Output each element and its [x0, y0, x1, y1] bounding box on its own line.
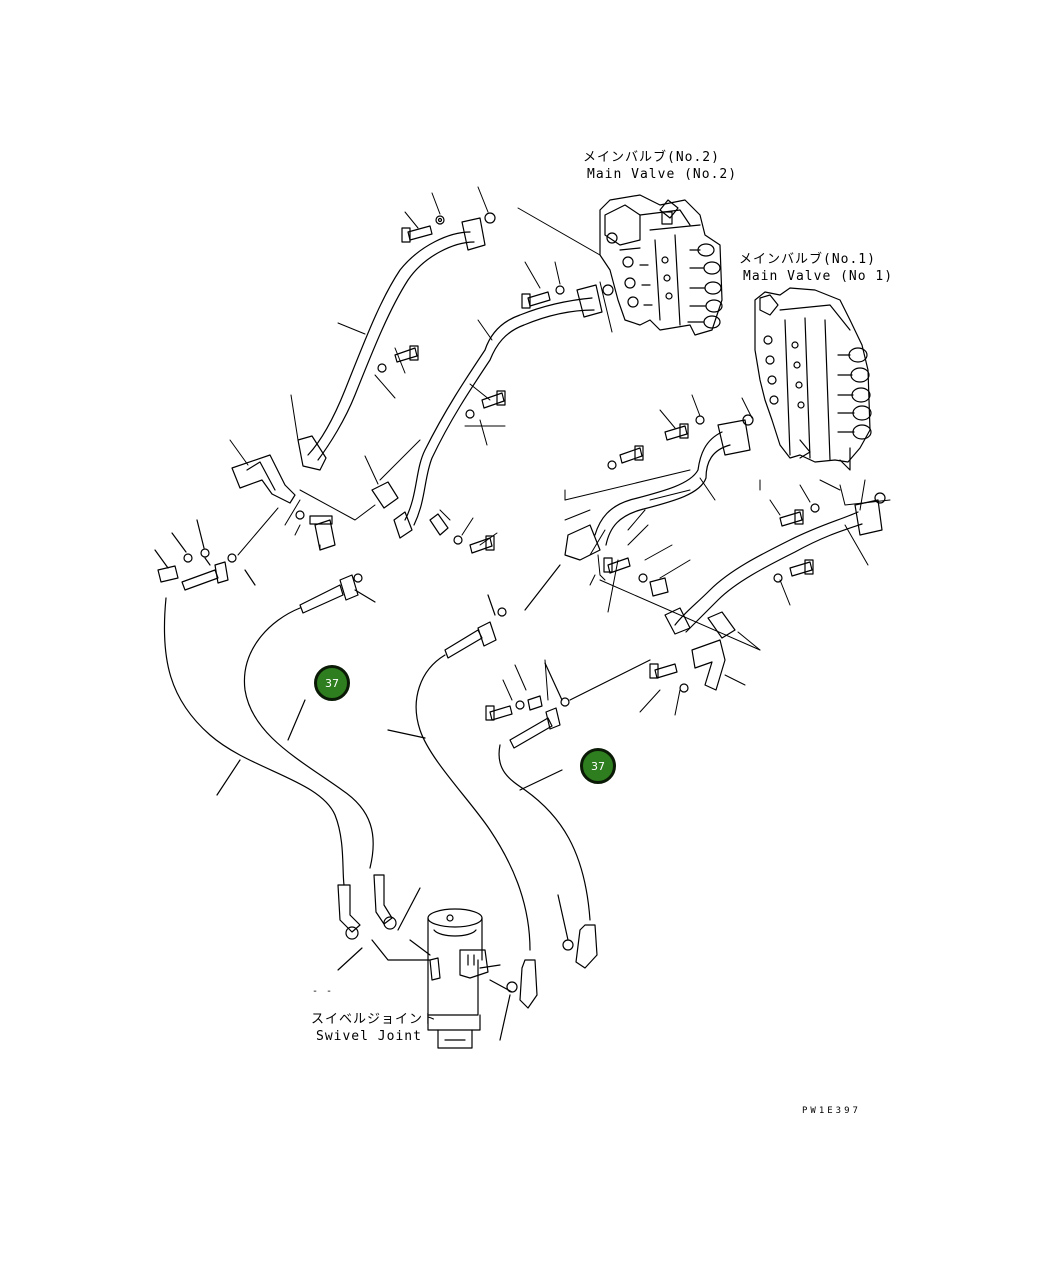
leader-lines-right — [502, 394, 891, 716]
middle-big-hoses — [387, 564, 651, 1041]
leader-lines-upper-left — [229, 186, 613, 556]
callout-37-right[interactable]: 37 — [580, 748, 616, 784]
swivel-joint — [337, 887, 513, 1049]
main-valve-no2 — [599, 194, 723, 336]
main-valve-no2-en-label: Main Valve (No.2) — [587, 167, 738, 182]
main-valve-no2-jp-label: メインバルブ(No.2) — [583, 150, 720, 165]
left-big-hoses — [163, 597, 397, 940]
main-valve-no1 — [754, 287, 872, 471]
callout-37-left[interactable]: 37 — [314, 665, 350, 701]
drawing-code: PW1E397 — [802, 1106, 861, 1116]
dash-mark: - - — [312, 986, 334, 997]
main-valve-no1-jp-label: メインバルブ(No.1) — [739, 252, 876, 267]
right-pipes — [485, 414, 886, 721]
left-hose-fittings — [154, 519, 376, 614]
swivel-joint-jp-label: スイベルジョイント — [311, 1012, 438, 1027]
main-valve-no1-en-label: Main Valve (No 1) — [743, 269, 894, 284]
upper-left-pipes — [231, 212, 614, 554]
swivel-joint-en-label: Swivel Joint — [316, 1029, 422, 1044]
